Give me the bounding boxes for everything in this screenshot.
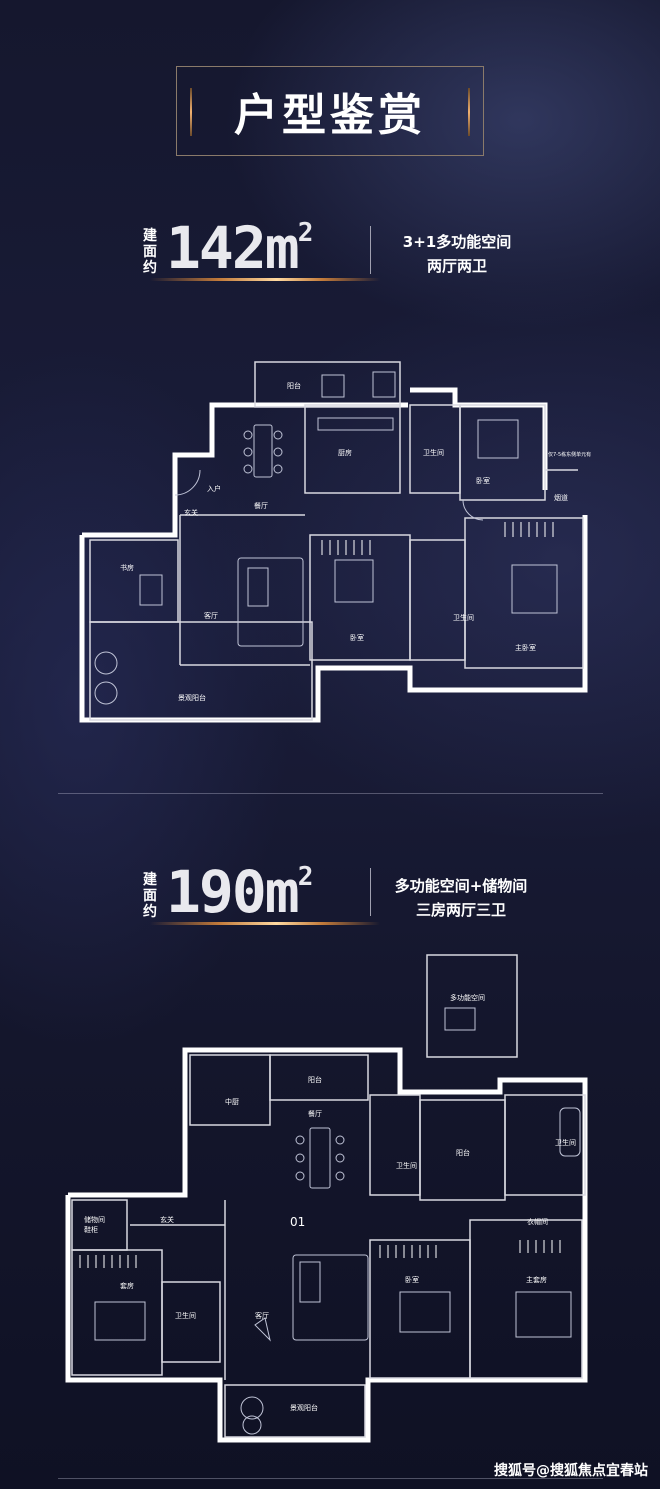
unit1-prefix-2: 面	[143, 244, 157, 260]
plan1-label-bedroom1: 卧室	[350, 633, 364, 642]
title-right-bar	[468, 88, 470, 136]
plan2-label-bath-right: 卫生间	[555, 1138, 576, 1147]
plan1-label-flue: 烟道	[554, 493, 568, 502]
plan1-furniture	[94, 371, 558, 705]
plan2-label-balcony-mid: 阳台	[456, 1148, 470, 1157]
plan1-label-balcony: 阳台	[287, 381, 301, 390]
unit2-prefix-1: 建	[143, 872, 157, 888]
plan1-label-study: 书房	[120, 563, 134, 572]
unit2-area-number: 190m	[166, 858, 300, 926]
unit2-desc-line2: 三房两厅三卫	[415, 901, 506, 919]
unit1-glow-line	[150, 278, 380, 281]
plan2-label-shoes: 鞋柜	[84, 1225, 98, 1234]
unit1-prefix-1: 建	[143, 228, 157, 244]
plan2-label-bedroom: 卧室	[405, 1275, 419, 1284]
plan2-label-foyer: 玄关	[160, 1215, 174, 1224]
plan1-label-bath2: 卫生间	[453, 613, 474, 622]
unit1-desc-line1: 3+1多功能空间	[402, 233, 512, 251]
plan2-outer-walls	[65, 1047, 588, 1443]
unit2-area: 190m2	[166, 858, 314, 926]
plan2-inner-walls	[71, 954, 586, 1438]
plan2-label-storage: 储物间	[84, 1215, 105, 1224]
unit1-area: 142m2	[166, 214, 314, 282]
unit2-prefix-2: 面	[143, 888, 157, 904]
plan2-label-dining: 餐厅	[308, 1109, 322, 1118]
floor-plan-190: 多功能空间 中厨 阳台 餐厅 卫生间 阳台 卫生间 储物间 鞋柜 玄关 01 衣…	[65, 954, 588, 1443]
plan1-label-entrance: 入户	[207, 484, 221, 493]
page-title: 户型鉴赏	[234, 90, 426, 141]
bottom-divider	[58, 1478, 603, 1479]
plan1-wardrobes	[321, 522, 554, 555]
plan1-label-kitchen: 厨房	[338, 448, 352, 457]
plan2-furniture	[94, 1007, 581, 1435]
unit2-area-sup: 2	[297, 862, 314, 892]
plan1-label-bedroom2: 卧室	[476, 476, 490, 485]
plan2-label-bath-mid: 卫生间	[396, 1161, 417, 1170]
plan2-label-kitchen: 中厨	[225, 1097, 239, 1106]
unit1-separator	[370, 226, 371, 274]
unit2-area-prefix: 建 面 约	[142, 872, 158, 920]
watermark: 搜狐号@搜狐焦点宜春站	[494, 1463, 648, 1479]
plan1-label-view-balcony: 景观阳台	[178, 693, 206, 702]
plan2-label-master: 主套房	[526, 1275, 547, 1284]
unit2-glow-line	[150, 922, 380, 925]
plan2-label-view-balcony: 景观阳台	[290, 1403, 318, 1412]
plan2-label-suite: 套房	[120, 1281, 134, 1290]
plan2-label-living: 客厅	[255, 1311, 269, 1320]
plan1-label-master: 主卧室	[515, 643, 536, 652]
unit2-description: 多功能空间+储物间 三房两厅三卫	[376, 874, 546, 922]
plan1-label-note: 仅7-5栋东侧单元有	[548, 451, 591, 458]
plan1-label-foyer: 玄关	[184, 508, 198, 517]
unit2-desc-line1: 多功能空间+储物间	[394, 877, 528, 895]
plan2-wardrobes	[79, 1240, 561, 1268]
section-divider	[58, 793, 603, 794]
plan1-inner-walls	[89, 361, 584, 721]
plan1-label-dining: 餐厅	[254, 501, 268, 510]
plan1-label-living: 客厅	[204, 611, 218, 620]
plan2-label-bath-left: 卫生间	[175, 1311, 196, 1320]
title-left-bar	[190, 88, 192, 136]
plan2-label-unit-no: 01	[290, 1215, 305, 1229]
plan2-label-balcony-top: 阳台	[308, 1075, 322, 1084]
plan2-label-multi: 多功能空间	[450, 993, 485, 1002]
plan1-outer-walls	[79, 387, 588, 723]
unit1-prefix-3: 约	[143, 260, 157, 276]
floor-plan-142: 阳台 厨房 餐厅 入户 玄关 书房 客厅 卧室 卧室 卫生间 卫生间 主卧室 景…	[79, 361, 591, 723]
unit1-desc-line2: 两厅两卫	[426, 257, 487, 275]
unit1-area-prefix: 建 面 约	[142, 228, 158, 276]
plan1-label-bath1: 卫生间	[423, 448, 444, 457]
title-frame	[176, 66, 484, 156]
unit1-area-sup: 2	[297, 218, 314, 248]
plan2-label-cloak: 衣帽间	[527, 1217, 548, 1226]
unit2-prefix-3: 约	[143, 904, 157, 920]
unit2-separator	[370, 868, 371, 916]
unit1-area-number: 142m	[166, 214, 300, 282]
unit1-description: 3+1多功能空间 两厅两卫	[382, 230, 532, 278]
